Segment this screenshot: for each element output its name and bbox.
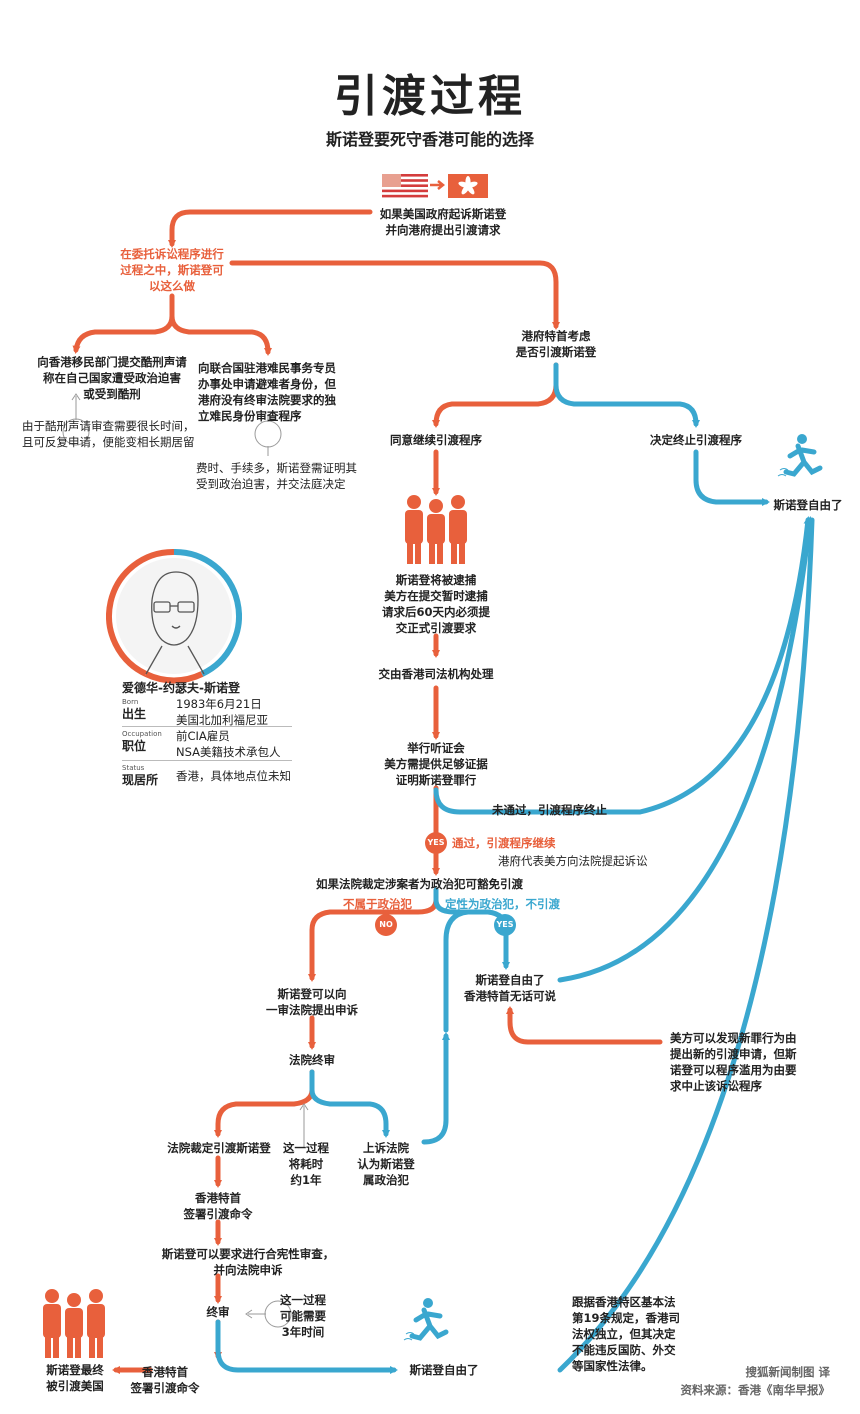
no-badge: NO <box>375 914 397 936</box>
node-entrust: 在委托诉讼程序进行 过程之中，斯诺登可 以这么做 <box>120 247 224 293</box>
node-appeal: 斯诺登可以向 一审法院提出申诉 <box>266 987 358 1017</box>
profile-born-value: 1983年6月21日 美国北加利福尼亚 <box>176 697 268 727</box>
node-not-political: 不属于政治犯 <box>343 897 412 911</box>
flow-ce-to-agree <box>432 362 559 428</box>
note-takes-3y: 这一过程 可能需要 3年时间 <box>280 1293 326 1339</box>
note-unhcr: 费时、手续多，斯诺登需证明其 受到政治迫害，并交法庭决定 <box>196 461 357 491</box>
flow-entrust-to-options <box>72 293 175 354</box>
yes-badge-blue: YES <box>494 914 516 936</box>
note-basic-law: 跟据香港特区基本法 第19条规定，香港司 法权独立，但其决定 不能违反国防、外交… <box>572 1295 681 1373</box>
node-final: 终审 <box>206 1305 230 1319</box>
flow-appealcourt-up <box>421 1032 450 1145</box>
flow-start-to-entrust <box>168 209 373 248</box>
flow-terminate-to-free <box>693 449 770 506</box>
profile-row-occupation: Occupation 职位 前CIA雇员 NSA美籍技术承包人 <box>122 729 292 759</box>
flow-final-to-free3 <box>215 1319 398 1374</box>
node-ce-consider: 港府特首考虑 是否引渡斯诺登 <box>515 329 597 359</box>
flow-extradited-to-free <box>557 517 815 1373</box>
page-subtitle: 斯诺登要死守香港可能的选择 <box>325 130 534 149</box>
credit-sohu: 搜狐新闻制图 译 <box>745 1365 830 1379</box>
profile-status-en: Status <box>122 764 145 772</box>
profile-born-en: Born <box>122 698 139 706</box>
flow-free2-to-free <box>557 516 814 983</box>
profile-status-cn: 现居所 <box>122 773 159 787</box>
profile-row-born: Born 出生 1983年6月21日 美国北加利福尼亚 <box>122 697 292 727</box>
node-terminate: 决定终止引渡程序 <box>650 433 742 447</box>
hong-kong-flag-icon <box>448 174 488 198</box>
flow-ce-to-terminate <box>553 362 700 428</box>
node-extradited: 斯诺登最终 被引渡美国 <box>46 1363 104 1393</box>
snowden-portrait <box>106 548 242 684</box>
profile-occupation-en: Occupation <box>122 730 162 738</box>
credit-source: 资料来源：香港《南华早报》 <box>680 1383 831 1397</box>
node-ce-sign: 香港特首 签署引渡命令 <box>183 1191 253 1221</box>
arrow-right-icon <box>430 180 446 190</box>
node-free-2: 斯诺登自由了 香港特首无话可说 <box>464 973 556 1003</box>
profile-divider <box>122 760 292 761</box>
page-title: 引渡过程 <box>334 71 526 122</box>
note-takes-time: 这一过程 将耗时 约1年 <box>283 1141 329 1187</box>
node-fail: 未通过，引渡程序终止 <box>492 803 607 817</box>
running-man-icon <box>777 434 823 477</box>
profile-born-cn: 出生 <box>122 707 147 721</box>
node-govt-represent: 港府代表美方向法院提起诉讼 <box>498 854 648 868</box>
profile-occupation-cn: 职位 <box>122 739 147 753</box>
note-torture: 由于酷刑声请审查需要很长时间， 且可反复申请，便能变相长期居留 <box>22 419 195 449</box>
profile-row-status: Status 现居所 香港，具体地点位未知 <box>122 764 292 787</box>
node-free-1: 斯诺登自由了 <box>773 498 843 512</box>
flow-final-to-appealcourt <box>309 1069 390 1138</box>
profile-status-value: 香港，具体地点位未知 <box>176 769 291 783</box>
node-hearing: 举行听证会 美方需提供足够证据 证明斯诺登罪行 <box>384 741 488 787</box>
node-pass: 通过，引渡程序继续 <box>452 836 556 850</box>
node-political-q: 如果法院裁定涉案者为政治犯可豁免引渡 <box>316 877 523 891</box>
arrest-police-icon-final <box>43 1289 105 1358</box>
node-option-torture: 向香港移民部门提交酷刑声请 称在自己国家遭受政治迫害 或受到酷刑 <box>37 355 187 401</box>
node-arrest: 斯诺登将被逮捕 美方在提交暂时逮捕 请求后60天内必须提 交正式引渡要求 <box>381 573 490 635</box>
profile-divider <box>122 726 292 727</box>
flow-entrust-to-ce <box>229 260 560 330</box>
yes-badge-orange: YES <box>425 832 447 854</box>
node-ce-sign-2: 香港特首 签署引渡命令 <box>130 1365 200 1395</box>
node-new-crime: 美方可以发现新罪行为由 提出新的引渡申请，但斯 诺登可以程序滥用为由要 求中止该… <box>670 1031 797 1093</box>
node-ruled-extradite: 法院裁定引渡斯诺登 <box>167 1141 271 1155</box>
flow-newcrime-to-free2 <box>506 1006 663 1045</box>
profile-name: 爱德华-约瑟夫-斯诺登 <box>122 681 240 695</box>
node-judiciary: 交由香港司法机构处理 <box>378 667 494 681</box>
profile-occupation-value: 前CIA雇员 NSA美籍技术承包人 <box>176 729 281 759</box>
running-man-icon-final <box>403 1298 449 1341</box>
flow-fail-to-free <box>433 516 812 815</box>
node-free-3: 斯诺登自由了 <box>409 1363 479 1377</box>
node-option-unhcr: 向联合国驻港难民事务专员 办事处申请避难者身份，但 港府没有终审法院要求的独 立… <box>198 361 336 423</box>
flow-final-to-ruled <box>214 1069 315 1138</box>
node-appeal-court: 上诉法院 认为斯诺登 属政治犯 <box>357 1141 415 1187</box>
node-agree: 同意继续引渡程序 <box>390 433 482 447</box>
arrest-police-icon <box>405 495 467 564</box>
node-constitutional: 斯诺登可以要求进行合宪性审查， 并向法院申诉 <box>161 1247 335 1277</box>
node-political: 定性为政治犯，不引渡 <box>445 897 560 911</box>
us-flag-icon <box>382 174 428 198</box>
node-final-court: 法院终审 <box>289 1053 335 1067</box>
node-start: 如果美国政府起诉斯诺登 并向港府提出引渡请求 <box>379 207 507 237</box>
